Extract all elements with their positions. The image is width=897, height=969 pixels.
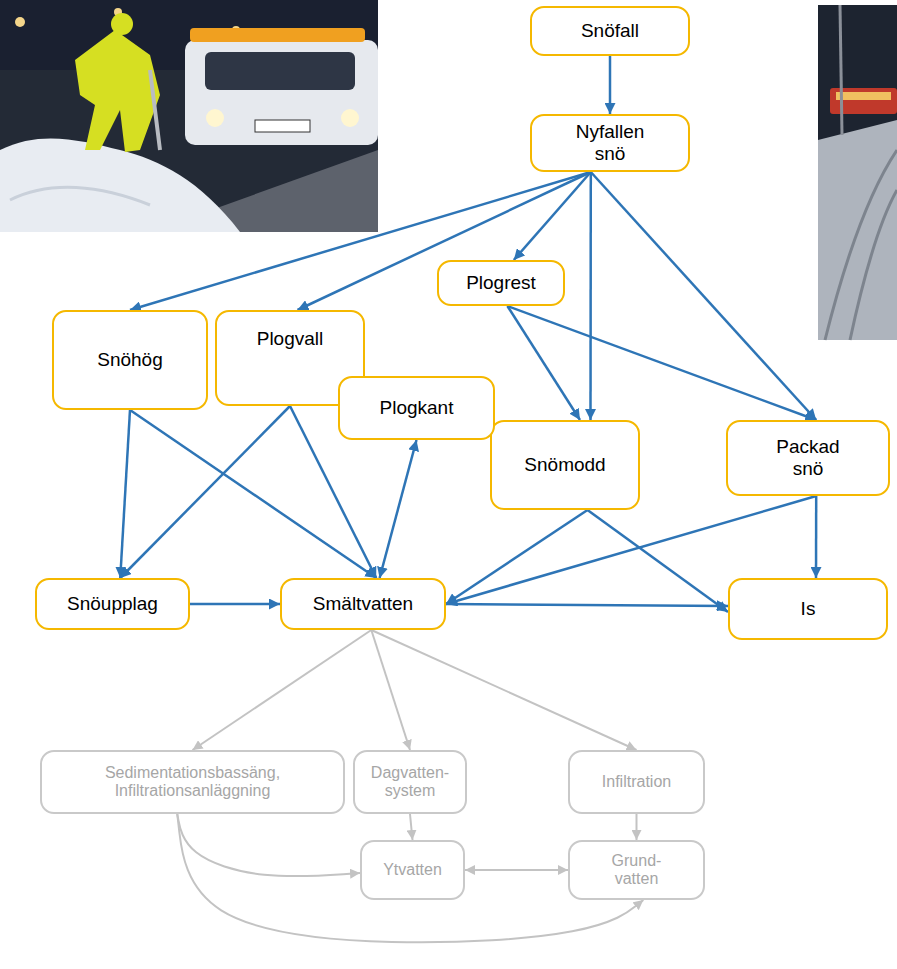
snow-flow-arrow bbox=[514, 172, 591, 260]
snow-flow-arrow bbox=[120, 410, 130, 578]
photo-ground bbox=[818, 5, 897, 340]
box-label: Ytvatten bbox=[383, 861, 442, 879]
box-label: Sedimentationsbassäng, Infiltrationsanlä… bbox=[63, 764, 323, 801]
box-label: Is bbox=[801, 598, 816, 620]
box-label: Smältvatten bbox=[313, 593, 413, 615]
license-plate bbox=[255, 120, 310, 132]
snow-flow-arrow bbox=[507, 306, 816, 420]
snow-box: Snömodd bbox=[490, 420, 640, 510]
snow-flow-arrow bbox=[130, 172, 591, 310]
box-label: Snömodd bbox=[524, 454, 605, 476]
water-box: Sedimentationsbassäng, Infiltrationsanlä… bbox=[40, 750, 345, 814]
snow-flow-arrow bbox=[120, 406, 290, 578]
water-flow-arrow bbox=[410, 814, 413, 840]
lamp-post bbox=[840, 5, 842, 135]
snow-flow-arrow bbox=[190, 603, 280, 606]
snow-flow-arrow bbox=[380, 440, 417, 578]
van-headlight bbox=[341, 109, 359, 127]
snow-flow-arrow bbox=[591, 172, 816, 420]
snow-flow-arrow bbox=[130, 410, 376, 578]
water-box: Grund- vatten bbox=[568, 840, 705, 900]
water-flow-arrow bbox=[371, 630, 410, 750]
snow-flow-arrow bbox=[446, 510, 588, 604]
road-photo bbox=[818, 5, 897, 340]
wheel-track bbox=[850, 190, 897, 340]
water-flow-arrow bbox=[177, 814, 360, 876]
photo-ground bbox=[0, 0, 378, 232]
sign-pole bbox=[150, 70, 160, 150]
water-flow-arrow bbox=[193, 630, 372, 750]
van-windshield bbox=[205, 52, 355, 90]
snow-box: Snöupplag bbox=[35, 578, 190, 630]
box-label: Plogrest bbox=[466, 272, 536, 294]
snow-flow-arrow bbox=[446, 604, 728, 606]
worker-figure bbox=[75, 30, 160, 152]
street-photo bbox=[0, 0, 378, 232]
snow-flow-arrow bbox=[589, 172, 592, 420]
street-light bbox=[15, 17, 25, 27]
snow-box: Packad snö bbox=[726, 420, 890, 496]
snow-pile bbox=[0, 138, 240, 232]
snowy-road bbox=[818, 120, 897, 340]
service-van bbox=[185, 40, 378, 145]
box-label: Snöupplag bbox=[67, 593, 158, 615]
snow-box: Smältvatten bbox=[280, 578, 446, 630]
snow-box: Plogkant bbox=[338, 376, 495, 440]
wheel-track bbox=[825, 150, 897, 340]
van-beacon bbox=[190, 28, 365, 42]
worker-head bbox=[111, 13, 133, 35]
bus-sign bbox=[836, 92, 891, 100]
water-flow-arrow bbox=[465, 869, 568, 871]
box-label: Plogvall bbox=[257, 328, 324, 350]
water-box: Ytvatten bbox=[360, 840, 465, 900]
snow-box: Nyfallen snö bbox=[530, 114, 690, 172]
snow-flow-arrow bbox=[507, 306, 580, 420]
water-flow-arrow bbox=[636, 814, 638, 840]
box-label: Plogkant bbox=[380, 397, 454, 419]
water-flow-arrow bbox=[371, 630, 636, 750]
snow-flow-arrow bbox=[588, 510, 729, 612]
box-label: Dagvatten- system bbox=[364, 764, 456, 801]
box-label: Snöfall bbox=[581, 20, 639, 42]
box-label: Infiltration bbox=[602, 773, 671, 791]
snow-flow-arrow bbox=[815, 496, 818, 578]
snow-flow-arrow bbox=[298, 172, 591, 310]
water-box: Infiltration bbox=[568, 750, 705, 814]
snow-box: Snöfall bbox=[530, 6, 690, 56]
snow-box: Is bbox=[728, 578, 888, 640]
box-label: Packad snö bbox=[763, 436, 853, 480]
snow-shade bbox=[10, 187, 150, 205]
snow-flow-arrow bbox=[609, 56, 612, 114]
box-label: Snöhög bbox=[97, 349, 163, 371]
van-headlight bbox=[206, 109, 224, 127]
water-box: Dagvatten- system bbox=[353, 750, 467, 814]
box-label: Grund- vatten bbox=[603, 852, 671, 889]
box-label: Nyfallen snö bbox=[563, 121, 658, 165]
snow-box: Plogrest bbox=[437, 260, 565, 306]
snow-box: Snöhög bbox=[52, 310, 208, 410]
